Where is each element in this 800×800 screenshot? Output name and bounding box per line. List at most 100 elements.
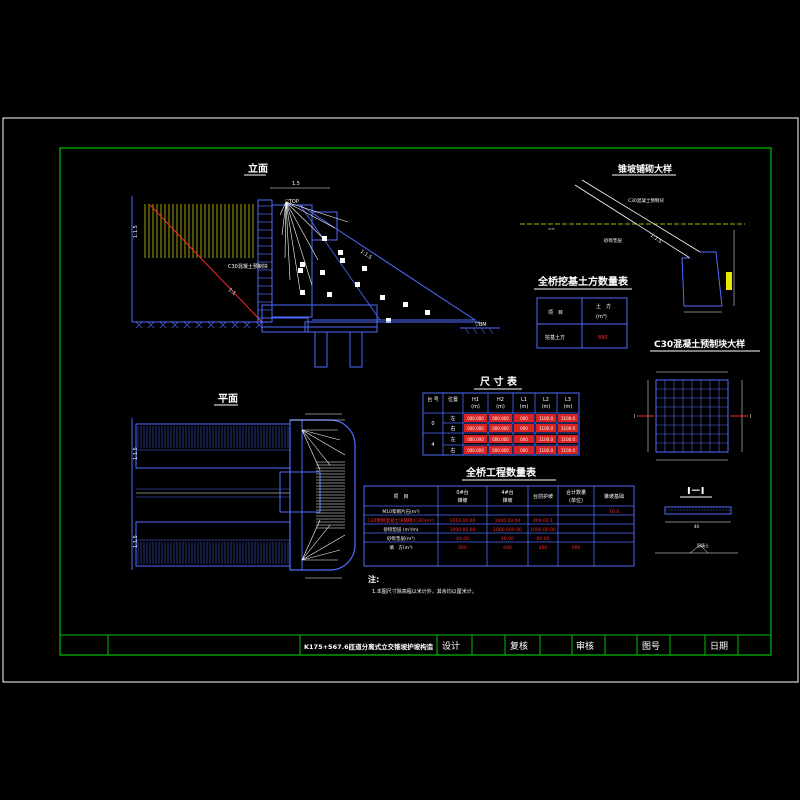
elevation-hatch [144, 204, 254, 258]
qty-header: 0#台 [456, 489, 468, 496]
dim-cell: 000.000 [492, 437, 509, 442]
dim-header: (m) [471, 404, 480, 410]
dim-cell: 000.000 [467, 448, 484, 453]
dim-header: L1 [521, 397, 527, 403]
qty-cell: 000 [572, 545, 581, 551]
dim-cell: 000 [520, 437, 528, 442]
svg-text:C30混凝土预制块: C30混凝土预制块 [228, 263, 268, 270]
qty-cell: 40.00 [456, 536, 469, 542]
elevation-title: 立面 [248, 162, 268, 175]
plan-view: 平面 1:1.5 1:1.5 [131, 393, 356, 579]
title-block: K175+567.6匝道分离式立交锥坡护坡构造 设计 复核 审核 图号 日期 [59, 634, 772, 656]
dim-cell: 1100.0 [561, 416, 575, 421]
dim-row-side: 左 [450, 415, 455, 422]
qty-cell: 000.00.1 [533, 518, 553, 524]
dim-cell-bg [514, 446, 534, 454]
svg-text:I: I [750, 414, 751, 420]
slope-label-2: 1:1 [227, 287, 237, 297]
dim-header: 位置 [448, 396, 458, 403]
dim-cell-bg [558, 414, 578, 422]
dim-cell-bg [489, 414, 512, 422]
qty-row-label: 砂砾垫层 (m³/m) [383, 526, 418, 533]
qty-header: 锥坡 [457, 497, 467, 504]
qty-header: 锥坡基础 [604, 493, 624, 500]
dim-cell: 000.000 [467, 426, 484, 431]
qty-cell: 400 [539, 545, 548, 551]
dim-header: L2 [543, 397, 549, 403]
earthwork-header-item: 项 目 [548, 310, 563, 316]
earthwork-header-qty: 土 方 [596, 303, 611, 310]
dim-cell: 1100.0 [539, 437, 553, 442]
dim-row-side: 左 [450, 436, 455, 443]
svg-text:1:1.5: 1:1.5 [133, 447, 139, 460]
dim-header: (m) [520, 404, 529, 410]
qty-row-label: 填 方(m³) [389, 544, 412, 551]
title-date: 日期 [710, 641, 728, 652]
dim-header: L3 [565, 397, 571, 403]
svg-text:1:1.5: 1:1.5 [133, 535, 139, 548]
plan-hatch-top [136, 426, 290, 451]
pad-slope: 1:1.5 [649, 233, 663, 245]
qty-cell: 1000.000.00 [493, 527, 522, 533]
dim-cell-bg [558, 446, 578, 454]
title-drawing-no: 图号 [642, 641, 660, 652]
qty-header: (单位) [569, 497, 583, 504]
qty-cell: 70.4 [609, 509, 619, 515]
earthwork-header-unit: (m³) [596, 314, 607, 320]
quantity-table: 全桥工程数量表 项 目0#台锥坡4#台锥坡台前护坡合计数量(单位)锥坡基础M10… [363, 466, 635, 567]
dim-cell-bg [536, 446, 556, 454]
dim-row-side: 右 [450, 425, 455, 432]
section-soil-label: 回填土 [697, 542, 709, 548]
dimension-grid [422, 392, 580, 456]
pad-detail: 锥坡铺砌大样 C30混凝土预制块 砂砾垫层 1:1.5 ≈≈ [520, 163, 745, 313]
svg-text:≈≈: ≈≈ [548, 226, 555, 231]
plan-hatch-bottom [136, 539, 290, 564]
dim-row-id: 0 [431, 421, 434, 427]
slope-label-1: 1:1.5 [359, 249, 373, 261]
block-detail-title: C30混凝土预制块大样 [654, 338, 745, 350]
dim-header: 台 号 [427, 396, 439, 403]
dim-cell: 000.000 [492, 448, 509, 453]
dim-cell-bg [489, 435, 512, 443]
outer-frame [2, 117, 799, 683]
qty-cell: 00.00 [537, 536, 550, 542]
section-dim: 40 [694, 524, 700, 529]
qty-cell: 1000.00.00 [530, 527, 556, 533]
qty-cell: 40.00 [501, 536, 514, 542]
dim-cell-bg [536, 424, 556, 432]
title-audit: 审核 [576, 640, 594, 652]
elevation-rays [279, 201, 349, 291]
earthwork-table: 全桥挖基土方数量表 项 目 土 方 (m³) 挖基土方 890 [534, 275, 632, 349]
plan-rays [301, 429, 346, 561]
section-view: I－I 40 回填土 [655, 486, 738, 554]
dim-cell: 000.000 [492, 426, 509, 431]
dim-cell: 000 [520, 416, 528, 421]
dim-header: (m) [542, 404, 551, 410]
svg-text:1:1.5: 1:1.5 [133, 225, 139, 238]
dim-cell: 000 [520, 448, 528, 453]
pad-note-1: C30混凝土预制块 [628, 197, 664, 204]
dim-cell-bg [536, 435, 556, 443]
block-grid [656, 380, 728, 452]
dim-cell: 000.000 [467, 416, 484, 421]
dim-cell-bg [464, 424, 487, 432]
qty-cell: 1000.00.00 [495, 518, 521, 524]
quantity-title: 全桥工程数量表 [465, 466, 537, 479]
pad-note-2: 砂砾垫层 [604, 237, 622, 244]
svg-text:I: I [634, 414, 635, 420]
dim-cell-bg [558, 435, 578, 443]
dim-cell: 000 [520, 426, 528, 431]
earthwork-row-value: 890 [598, 335, 608, 341]
level-bottom: ▽BM [475, 322, 487, 328]
dim-cell-bg [514, 424, 534, 432]
elevation-ground-hatch [135, 321, 494, 335]
level-top: ▽TOP [285, 199, 299, 205]
earthwork-title: 全桥挖基土方数量表 [537, 275, 629, 288]
dim-header: (m) [564, 404, 573, 410]
dim-header: (m) [496, 404, 505, 410]
qty-header: 4#台 [501, 489, 513, 496]
notes-title: 注: [368, 574, 379, 584]
qty-header: 锥坡 [502, 497, 512, 504]
